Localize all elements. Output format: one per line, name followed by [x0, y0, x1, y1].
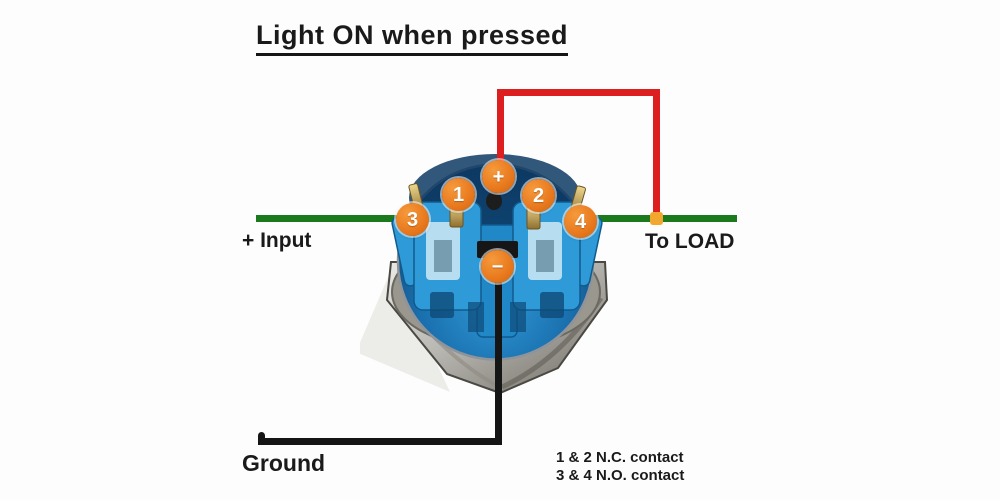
contact-note-nc: 1 & 2 N.C. contact: [556, 449, 684, 466]
terminal-3-badge: 3: [396, 203, 429, 236]
ground-wire-vertical: [495, 266, 502, 445]
contact-notes: 1 & 2 N.C. contact 3 & 4 N.O. contact: [556, 449, 684, 485]
load-junction-dot: [650, 212, 663, 225]
slot-br: [540, 292, 564, 318]
input-label: + Input: [242, 229, 312, 252]
slot-bc1: [468, 302, 484, 332]
terminal-4-badge: 4: [564, 205, 597, 238]
ground-wire-horizontal: [258, 438, 502, 445]
clamp-slot-left: [434, 240, 452, 272]
diagram-title: Light ON when pressed: [256, 20, 569, 56]
load-label: To LOAD: [645, 230, 735, 253]
terminal-2-badge: 2: [522, 179, 555, 212]
ground-label: Ground: [242, 450, 326, 476]
slot-bc2: [510, 302, 526, 332]
photo-sheen: [360, 268, 450, 392]
terminal-plus-badge: +: [482, 160, 515, 193]
ground-wire-end-stub: [258, 432, 265, 445]
plus-wire-red-drop: [653, 89, 660, 222]
slot-bl: [430, 292, 454, 318]
terminal-minus-badge: −: [481, 250, 514, 283]
clamp-slot-right: [536, 240, 554, 272]
top-contact: [486, 192, 502, 210]
plus-wire-red-vertical: [497, 89, 504, 177]
contact-note-no: 3 & 4 N.O. contact: [556, 467, 685, 484]
plus-wire-red-horizontal: [497, 89, 660, 96]
terminal-1-badge: 1: [442, 178, 475, 211]
